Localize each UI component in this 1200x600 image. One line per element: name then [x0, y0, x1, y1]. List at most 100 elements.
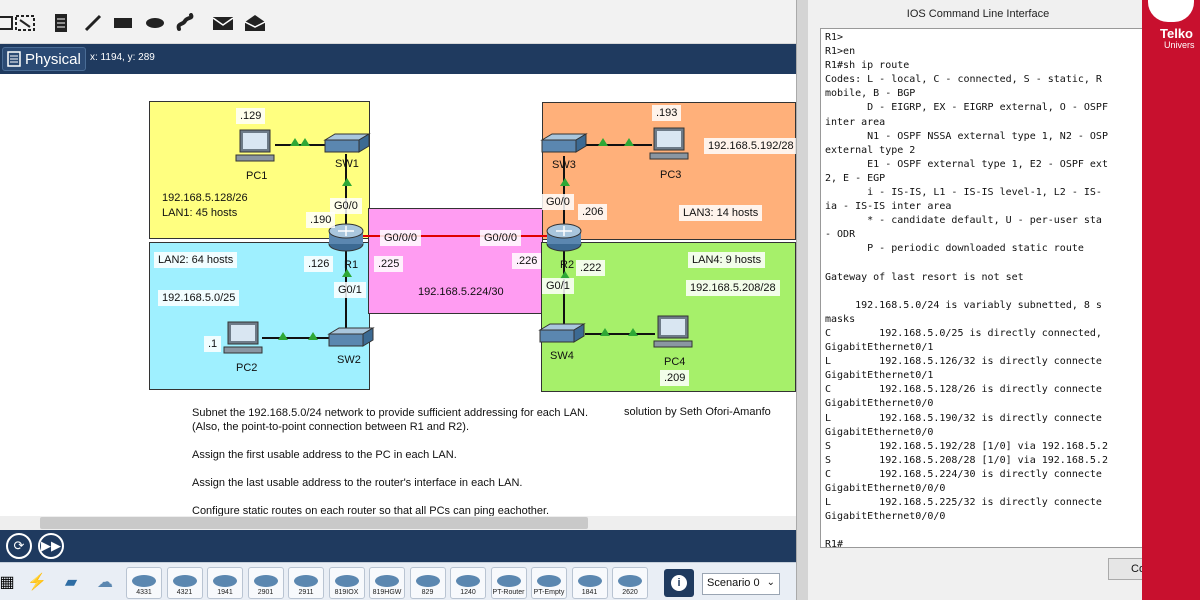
info-button[interactable]: i — [664, 569, 694, 597]
inspect-icon[interactable] — [10, 8, 40, 38]
lan2-hosts: LAN2: 64 hosts — [154, 252, 238, 268]
port-up-indicator — [624, 138, 634, 146]
cli-line: C 192.168.5.224/30 is directly connecte — [825, 468, 1102, 480]
logical-canvas[interactable]: PC1 .129 SW1 R1 G0/0 .190 G0/0/0 .225 G0… — [0, 74, 798, 516]
line-icon[interactable] — [78, 8, 108, 38]
router-r1[interactable] — [328, 222, 364, 257]
cli-line: R1# — [825, 539, 844, 548]
router-icon — [334, 575, 359, 587]
cli-line: L 192.168.5.126/32 is directly connecte — [825, 356, 1102, 368]
cli-line: S 192.168.5.192/28 [1/0] via 192.168.5.2 — [825, 440, 1108, 452]
router-icon — [132, 575, 156, 587]
port-up-indicator — [278, 332, 288, 340]
router-r2[interactable] — [546, 222, 582, 257]
cli-line: R1#sh ip route — [825, 60, 910, 72]
scrollbar-thumb[interactable] — [40, 517, 588, 529]
connections-icon[interactable]: ⚡ — [27, 574, 47, 591]
r1-wan-ip: .225 — [374, 256, 404, 272]
router-model-tile[interactable]: 829 — [409, 567, 446, 599]
instruction-3: Assign the last usable address to the ro… — [192, 477, 523, 489]
misc-folder-icon[interactable]: ▰ — [64, 574, 78, 591]
freeform-icon[interactable] — [170, 8, 200, 38]
router-icon — [172, 575, 197, 587]
router-model-tile[interactable]: PT-Empty — [531, 567, 567, 599]
wan-network: 192.168.5.224/30 — [418, 286, 504, 298]
rectangle-icon[interactable] — [108, 8, 138, 38]
link-r1-r2 — [362, 235, 548, 237]
router-model-tile[interactable]: 819IOX — [328, 567, 365, 599]
scenario-value: Scenario 0 — [707, 577, 760, 589]
pc3[interactable] — [648, 126, 690, 167]
router-model-tile[interactable]: PT-Router — [490, 567, 527, 599]
link-pc2-sw2 — [262, 337, 332, 339]
cli-line: - ODR — [825, 229, 856, 241]
cli-line: GigabitEthernet0/1 — [825, 342, 934, 354]
pc4[interactable] — [652, 314, 694, 355]
pc4-ip: .209 — [660, 370, 690, 386]
instructions-note[interactable]: Subnet the 192.168.5.0/24 network to pro… — [186, 404, 596, 517]
pdu-icon[interactable] — [208, 8, 238, 38]
physical-button[interactable]: Physical — [2, 47, 86, 71]
sw2[interactable] — [325, 326, 375, 355]
port-up-indicator — [600, 328, 610, 336]
r1-label: R1 — [344, 259, 359, 271]
cli-line: Gateway of last resort is not set — [825, 271, 1024, 283]
router-model-tile[interactable]: 1240 — [450, 567, 486, 599]
router-model-label: 2620 — [622, 589, 638, 596]
link-sw4-pc4 — [585, 333, 655, 335]
router-model-label: 1841 — [581, 589, 598, 596]
brand-name: Telko — [1160, 26, 1193, 41]
cli-line: N1 - OSPF NSSA external type 1, N2 - OSP — [825, 130, 1108, 142]
router-model-tile[interactable]: 4321 — [166, 567, 203, 599]
drawing-toolbar — [0, 0, 796, 44]
router-model-tile[interactable]: 4331 — [126, 567, 162, 599]
port-up-indicator — [560, 271, 570, 279]
horizontal-scrollbar[interactable] — [0, 516, 796, 530]
r2-wan-ip: .226 — [512, 253, 542, 269]
sw3[interactable] — [538, 132, 588, 161]
pc1[interactable] — [234, 128, 276, 169]
network-devices-icon[interactable]: ▦ — [0, 574, 15, 591]
window-splitter[interactable] — [796, 0, 808, 600]
sw1[interactable] — [321, 132, 371, 161]
workspace-navbar: Physical x: 1194, y: 289 — [0, 44, 796, 74]
router-model-tile[interactable]: 2901 — [247, 567, 284, 599]
pc2[interactable] — [222, 320, 264, 361]
router-model-tile[interactable]: 2620 — [612, 567, 648, 599]
select-icon[interactable] — [0, 8, 20, 38]
fast-forward-icon[interactable]: ▶▶ — [38, 533, 64, 559]
router-model-tile[interactable]: 819HGW — [369, 567, 405, 599]
reset-time-icon[interactable]: ⟳ — [6, 533, 32, 559]
cli-line: GigabitEthernet0/0 — [825, 398, 934, 410]
brand-sub: Univers — [1164, 40, 1195, 50]
router-model-label: PT-Empty — [533, 589, 565, 596]
link-sw1-r1 — [345, 154, 347, 226]
router-model-tile[interactable]: 1841 — [571, 567, 608, 599]
port-up-indicator — [290, 138, 300, 146]
sw4[interactable] — [536, 322, 586, 351]
cloud-icon[interactable]: ☁ — [97, 574, 113, 591]
cli-line: L 192.168.5.190/32 is directly connecte — [825, 412, 1102, 424]
cli-line: C 192.168.5.0/25 is directly connected, — [825, 327, 1102, 339]
sw4-label: SW4 — [550, 350, 574, 362]
router-model-label: 4331 — [136, 589, 152, 596]
router-model-label: 2901 — [257, 589, 274, 596]
cli-title: IOS Command Line Interface — [906, 8, 1050, 20]
ellipse-icon[interactable] — [140, 8, 170, 38]
router-model-tile[interactable]: 2911 — [288, 567, 324, 599]
router-model-tile[interactable]: 1941 — [207, 567, 243, 599]
instruction-2: Assign the first usable address to the P… — [192, 449, 457, 461]
cli-line — [825, 524, 1153, 538]
cli-line: 192.168.5.0/24 is variably subnetted, 8 … — [825, 299, 1102, 311]
pc2-ip: .1 — [204, 336, 222, 352]
open-envelope-icon[interactable] — [240, 8, 270, 38]
router-icon — [577, 575, 602, 587]
r1-g00-label: G0/0 — [330, 198, 362, 214]
cli-line: i - IS-IS, L1 - IS-IS level-1, L2 - IS- — [825, 187, 1102, 199]
note-icon[interactable] — [46, 8, 76, 38]
router-model-label: 819IOX — [334, 589, 359, 596]
info-icon: i — [671, 575, 687, 591]
scenario-select[interactable]: Scenario 0 ⌄ — [702, 573, 780, 595]
